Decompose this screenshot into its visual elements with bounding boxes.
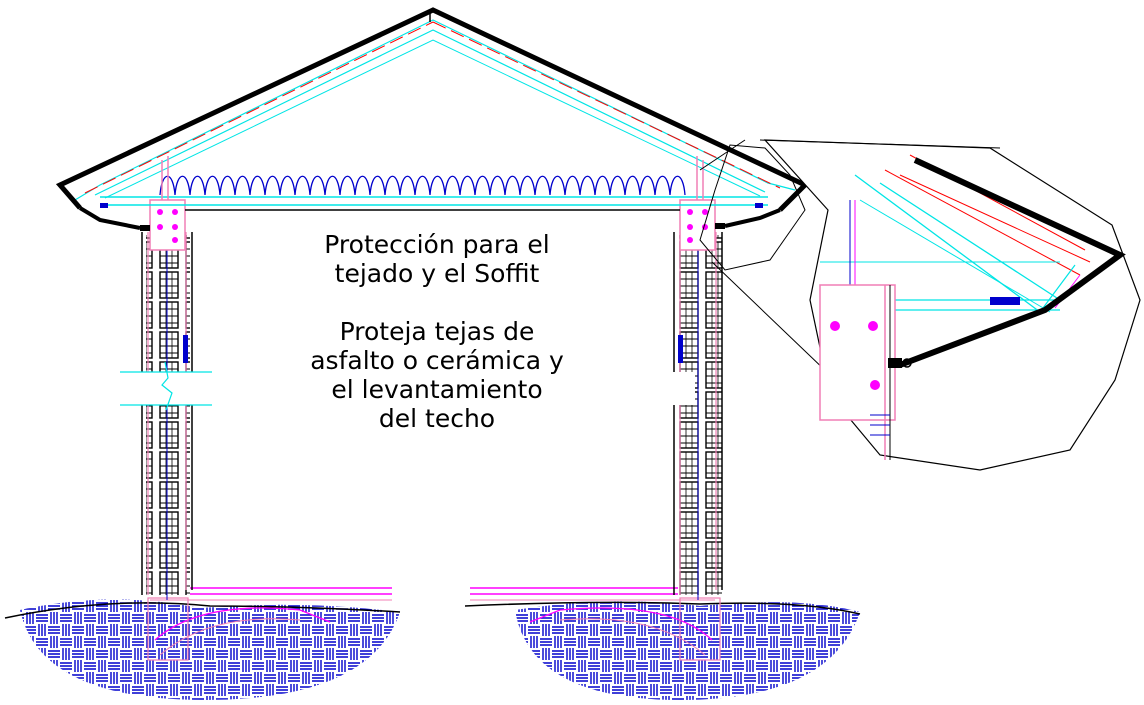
caption-line-5: el levantamiento	[331, 375, 543, 404]
floor-slab-left	[147, 587, 392, 661]
right-wall	[673, 230, 723, 600]
insulation-batt	[159, 175, 686, 196]
caption-text: Protección para el tejado y el Soffit Pr…	[272, 230, 602, 433]
caption-line-6: del techo	[378, 404, 496, 433]
left-foundation-soil	[4, 599, 401, 700]
caption-line-4: asfalto o cerámica y	[310, 346, 564, 375]
ceiling-joist	[100, 196, 768, 211]
roof-assembly	[55, 7, 810, 212]
right-foundation-soil	[464, 601, 861, 700]
left-soffit-strap	[78, 203, 150, 231]
caption-line-2: tejado y el Soffit	[334, 259, 540, 288]
wall-break-band	[120, 361, 695, 411]
left-bond-beam	[149, 199, 186, 251]
insulation-loops	[159, 175, 686, 196]
eave-detail-callout	[759, 139, 1141, 471]
detail-leader-lines	[699, 139, 831, 376]
right-soffit-strap	[715, 203, 781, 229]
left-wall	[141, 230, 193, 600]
caption-line-3: Proteja tejas de	[339, 317, 535, 346]
caption-line-1: Protección para el	[324, 230, 550, 259]
